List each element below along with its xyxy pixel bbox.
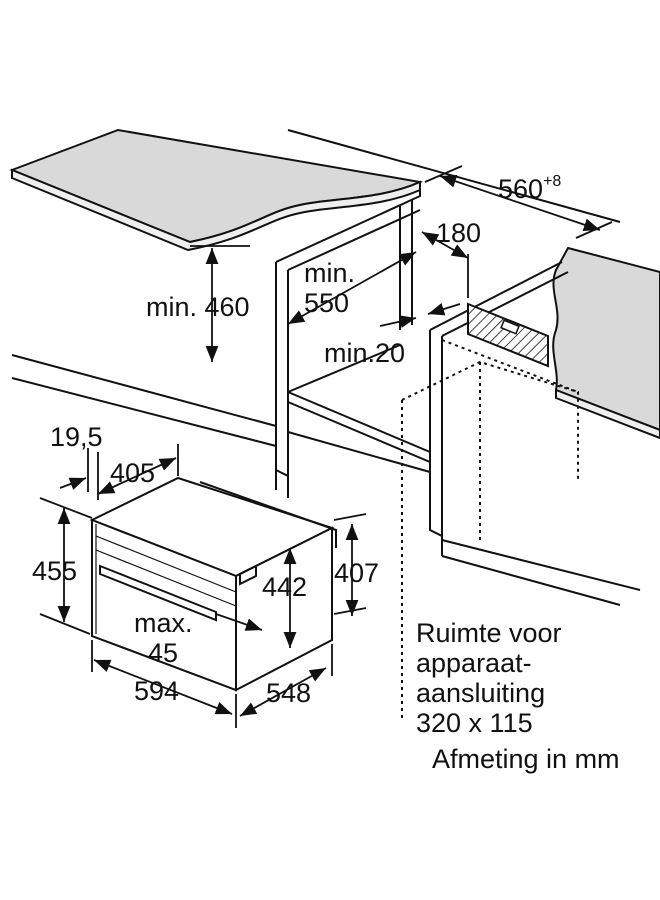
min-depth-label-line1: min. bbox=[304, 258, 355, 288]
connection-note-line2: apparaat- bbox=[416, 648, 532, 678]
oven-depth-label: 548 bbox=[266, 678, 311, 708]
worktop-right bbox=[552, 246, 660, 440]
dimension-labels: 560+8 180 min. 460 min. 550 min.20 19,5 … bbox=[32, 173, 561, 708]
oven-appliance bbox=[89, 476, 337, 692]
top-depth-label: 180 bbox=[436, 218, 481, 248]
cabinet-niche bbox=[11, 190, 641, 720]
notes: Ruimte voor apparaat- aansluiting 320 x … bbox=[416, 618, 620, 774]
min-depth-label-line2: 550 bbox=[304, 288, 349, 318]
front-offset-label: 19,5 bbox=[50, 422, 103, 452]
oven-height-label: 455 bbox=[32, 556, 77, 586]
connection-note-line4: 320 x 115 bbox=[416, 708, 533, 738]
dimension-lines bbox=[39, 165, 613, 728]
unit-note: Afmeting in mm bbox=[432, 744, 620, 774]
min-gap-label: min.20 bbox=[324, 338, 405, 368]
connection-note-line3: aansluiting bbox=[416, 678, 545, 708]
min-height-label: min. 460 bbox=[146, 292, 250, 322]
max-label-line1: max. bbox=[134, 608, 193, 638]
niche-width-label: 560+8 bbox=[498, 173, 561, 204]
max-label-line2: 45 bbox=[148, 638, 178, 668]
side-height-label: 407 bbox=[334, 558, 379, 588]
inner-height-label: 442 bbox=[262, 572, 307, 602]
connection-note-line1: Ruimte voor bbox=[416, 618, 562, 648]
oven-depth-front-label: 405 bbox=[110, 458, 155, 488]
oven-width-label: 594 bbox=[134, 676, 179, 706]
